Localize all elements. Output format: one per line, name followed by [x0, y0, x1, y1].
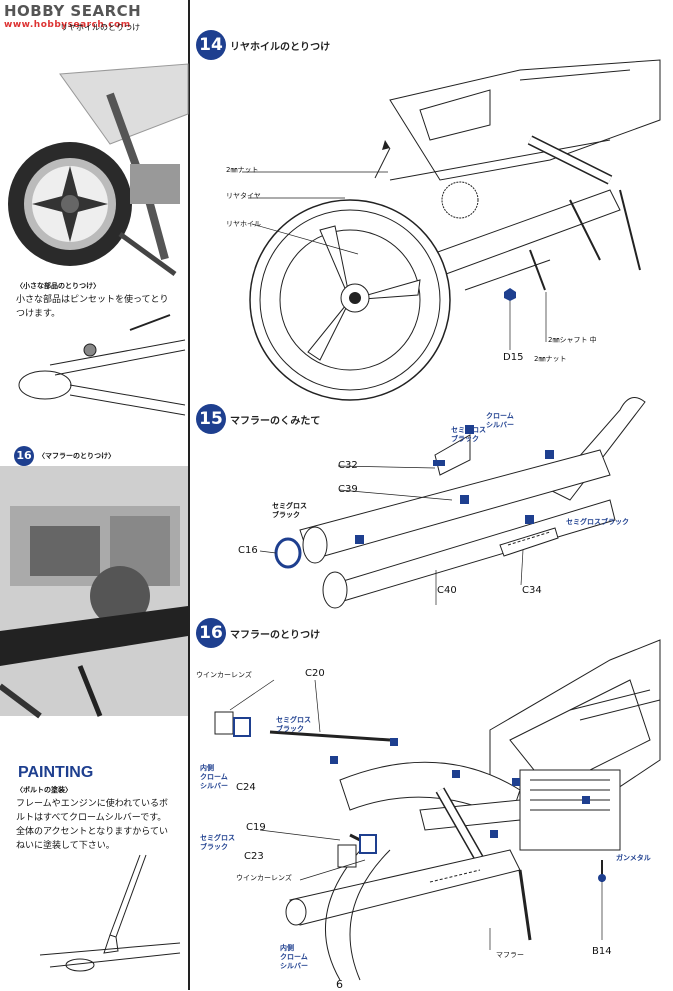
step16-note-inner-chrome-1: 内側 クローム シルバー [200, 764, 228, 790]
step14-label-shaft: 2㎜シャフト 中 [548, 336, 597, 344]
step15-part-c40: C40 [437, 585, 457, 596]
step15-part-c34: C34 [522, 585, 542, 596]
painting-text-2: ルトはすべてクロームシルバーです。 [16, 813, 167, 823]
step14-label-nut2: 2㎜ナット [534, 355, 567, 363]
painting-text-3: 全体のアクセントとなりますからてい [16, 827, 169, 837]
step16-note-gunmetal: ガンメタル [616, 854, 651, 862]
step16-part-c20: C20 [305, 668, 325, 679]
step16-part-b14: B14 [592, 946, 612, 957]
step16-title: マフラーのとりつけ [230, 630, 321, 641]
step16-illustration [214, 639, 661, 981]
step15-title: マフラーのくみたて [230, 416, 321, 427]
step15-note-semigloss-3: セミグロスブラック [566, 518, 629, 526]
step14-label-nut: 2㎜ナット [226, 166, 259, 174]
step15-illustration [259, 397, 646, 609]
sidebar-top-caption: リヤホイルのとりつけ [60, 23, 141, 32]
small-parts-illustration [18, 314, 186, 416]
step15-note-semigloss-1: セミグロス ブラック [451, 426, 486, 443]
step15-part-c39: C39 [338, 484, 358, 495]
step14-label-tire: リヤタイヤ [226, 192, 261, 200]
page-number: 6 [336, 978, 343, 991]
photo-rear-wheel [0, 34, 189, 277]
photo-muffler [0, 466, 188, 719]
step15-part-c16: C16 [238, 545, 258, 556]
small-parts-heading: 〈小さな部品のとりつけ〉 [16, 282, 101, 290]
step14-badge: 14 [196, 30, 226, 60]
painting-title: PAINTING [18, 764, 94, 781]
sidebar-step16-caption: 〈マフラーのとりつけ〉 [38, 452, 116, 460]
step16-badge: 16 [196, 618, 226, 648]
small-parts-text-2: つけます。 [16, 309, 61, 319]
step16-note-semigloss-2: セミグロス ブラック [200, 834, 235, 851]
painting-text-1: フレームやエンジンに使われているボ [16, 799, 169, 809]
step14-title: リヤホイルのとりつけ [230, 42, 331, 53]
step16-note-inner-chrome-2: 内側 クローム シルバー [280, 944, 308, 970]
step14-illustration [242, 59, 661, 401]
step15-note-chrome: クローム シルバー [486, 412, 514, 429]
watermark: HOBBY SEARCH www.hobbysearch.com [4, 2, 142, 30]
watermark-text: HOBBY SEARCH [4, 2, 142, 20]
brush-illustration [39, 854, 181, 972]
column-divider [188, 0, 190, 990]
watermark-url: www.hobbysearch.com [4, 20, 131, 30]
step16-label-winker-1: ウインカーレンズ [196, 671, 252, 679]
small-parts-text-1: 小さな部品はピンセットを使ってとり [16, 295, 169, 305]
step16-part-c24: C24 [236, 782, 256, 793]
sidebar-step16-badge: 16 [14, 446, 34, 466]
step14-part-d15: D15 [503, 352, 524, 363]
step16-note-semigloss-1: セミグロス ブラック [276, 716, 311, 733]
step15-badge: 15 [196, 404, 226, 434]
step16-part-c23: C23 [244, 851, 264, 862]
step16-part-c19: C19 [246, 822, 266, 833]
step14-label-wheel: リヤホイル [226, 220, 261, 228]
step16-label-muffler: マフラー [496, 951, 524, 959]
step15-note-semigloss-2: セミグロス ブラック [272, 502, 307, 519]
step15-part-c32: C32 [338, 460, 358, 471]
painting-text-4: ねいに塗装して下さい。 [16, 841, 115, 851]
painting-heading: 〈ボルトの塗装〉 [16, 786, 72, 794]
step16-label-winker-2: ウインカーレンズ [236, 874, 292, 882]
